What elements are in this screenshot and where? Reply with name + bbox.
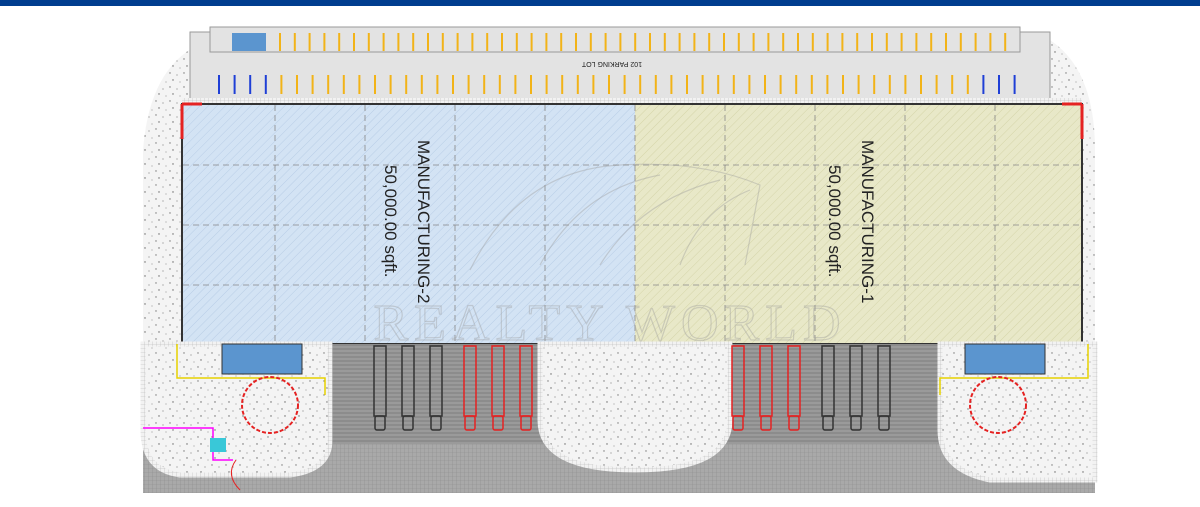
truck-trailer: [787, 345, 801, 431]
truck-trailer: [373, 345, 387, 431]
truck-docks: [373, 345, 891, 431]
truck-trailer: [429, 345, 443, 431]
unit-1-name: MANUFACTURING-1: [858, 140, 877, 303]
fire-marker-right: [969, 376, 1027, 434]
unit-2-area: 50,000.00 sqft.: [381, 165, 400, 277]
parking-lot-label: 102 PARKING LOT: [581, 60, 642, 67]
truck-trailer: [877, 345, 891, 431]
header-bar: [0, 0, 1200, 6]
unit-manufacturing-1: [635, 105, 1081, 343]
truck-trailer: [849, 345, 863, 431]
parking-stalls-bottom: [218, 75, 1016, 94]
truck-trailer: [821, 345, 835, 431]
truck-trailer: [491, 345, 505, 431]
fire-marker-left: [241, 376, 299, 434]
unit-2-name: MANUFACTURING-2: [414, 140, 433, 303]
truck-trailer: [401, 345, 415, 431]
truck-trailer: [731, 345, 745, 431]
unit-manufacturing-2: [183, 105, 635, 343]
truck-trailer: [519, 345, 533, 431]
truck-trailer: [759, 345, 773, 431]
truck-trailer: [463, 345, 477, 431]
unit-1-area: 50,000.00 sqft.: [825, 165, 844, 277]
landscape-island-center: [537, 341, 733, 473]
parking-stalls-top: [279, 33, 1007, 51]
landscape-left: [140, 341, 333, 478]
